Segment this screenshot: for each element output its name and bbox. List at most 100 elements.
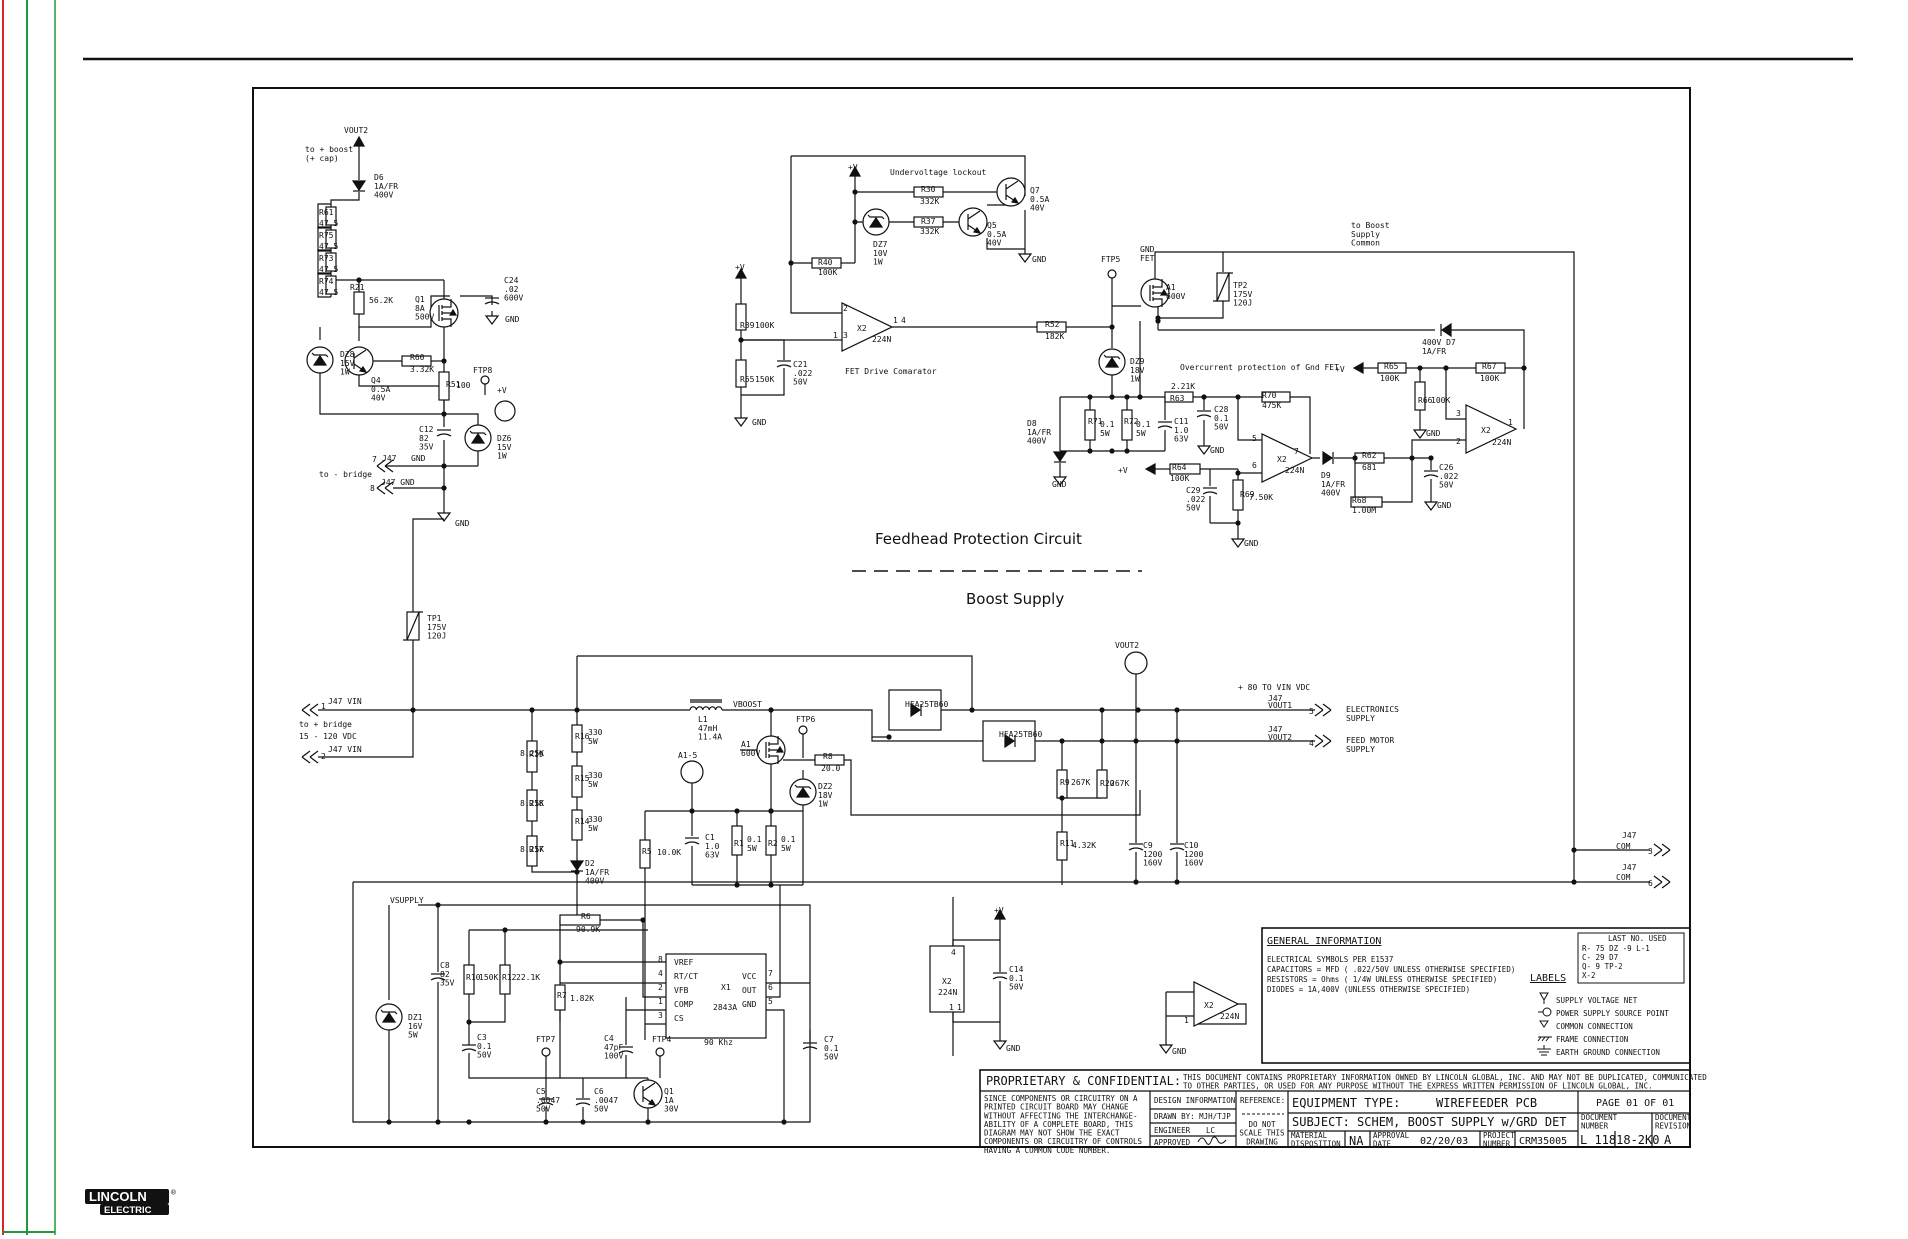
- wire-fet-drain-common: [1154, 251, 1575, 850]
- wire-r52-gate: [1066, 306, 1113, 328]
- vout2-label: VOUT2: [344, 126, 368, 135]
- junction-dot: [435, 1119, 441, 1125]
- junction-dot: [689, 808, 695, 814]
- resistor: [325, 206, 337, 226]
- junction-dot: [734, 808, 740, 814]
- capacitor-plate: [575, 1102, 591, 1106]
- project-number: CRM35005: [1519, 1136, 1567, 1147]
- r17-label: R17: [529, 845, 544, 854]
- test-point: [1107, 269, 1117, 279]
- general-info-line-1: ELECTRICAL SYMBOLS PER E1537: [1267, 955, 1393, 964]
- j47-vout1: J47: [1268, 694, 1283, 703]
- transistor-collector: [967, 210, 981, 220]
- pin4-vout2: 4: [1309, 739, 1314, 748]
- com1-label: COM: [1616, 842, 1631, 851]
- capacitor-plate: [1128, 847, 1144, 851]
- terminal-circle: [494, 400, 516, 422]
- junction-dot: [738, 337, 744, 343]
- gnd-icon: [733, 413, 749, 427]
- diode: [1004, 733, 1016, 749]
- vout2-label2: VOUT2: [1268, 733, 1292, 742]
- junction-dot: [1174, 738, 1180, 744]
- x2c-value: 224N: [1492, 438, 1511, 447]
- plusv-r39: +V: [735, 263, 745, 272]
- wire-q1-c24: [460, 295, 493, 305]
- gnd-icon: [1052, 472, 1068, 486]
- r37-label: R37: [921, 217, 936, 226]
- junction-dot: [1174, 707, 1180, 713]
- parts: [301, 135, 1671, 1109]
- mosfet-channel: [1152, 279, 1163, 307]
- source-point-icon: [1542, 1007, 1552, 1017]
- resistor: [325, 275, 337, 295]
- common-icon: [1539, 1020, 1549, 1028]
- junction-dot: [1235, 470, 1241, 476]
- approver-signature: [1197, 1136, 1227, 1145]
- x1-pin4: 4: [658, 969, 663, 978]
- junction-dot: [1059, 738, 1065, 744]
- junction-dot: [768, 882, 774, 888]
- zener-triangle: [381, 1011, 397, 1023]
- test-point: [655, 1047, 665, 1057]
- wire-r69-bot: [1210, 510, 1239, 524]
- gnd-r55: GND: [752, 418, 767, 427]
- wire-r63-oa: [1193, 396, 1262, 441]
- r12-value: 22.1K: [516, 973, 540, 982]
- x2a-label: X2: [857, 324, 867, 333]
- overcurrent-title: Overcurrent protection of Gnd FET: [1180, 363, 1339, 372]
- wire-tp2-bot: [1160, 301, 1224, 319]
- supply-arrow-r65: [1352, 361, 1364, 375]
- r12-label: R12: [502, 973, 517, 982]
- junction-dot: [543, 1119, 549, 1125]
- r64-label: R64: [1172, 463, 1187, 472]
- drawing-frame: [252, 87, 1691, 1148]
- junction-dot: [886, 734, 892, 740]
- x2a-value: 224N: [872, 335, 891, 344]
- label-legend-3: COMMON CONNECTION: [1556, 1022, 1633, 1031]
- r11-label: R11: [1060, 839, 1075, 848]
- label-legend-4: FRAME CONNECTION: [1556, 1035, 1628, 1044]
- zener-bar: [469, 430, 487, 436]
- resistor: [571, 724, 583, 753]
- r60-label: R60: [410, 353, 425, 362]
- capacitor-plate: [484, 301, 500, 305]
- r7-value: 1.82K: [570, 994, 594, 1003]
- r16-label: R16: [575, 732, 590, 741]
- transistor-arrow: [358, 365, 368, 373]
- gnd-icon: [1196, 441, 1212, 455]
- r-label: R74: [319, 277, 334, 286]
- junction-dot: [356, 277, 362, 283]
- ftp6-label: FTP6: [796, 715, 815, 724]
- pin1: 1: [1508, 418, 1513, 427]
- transistor-collector: [1005, 180, 1019, 190]
- junction-dot: [1417, 365, 1423, 371]
- com2-label: COM: [1616, 873, 1631, 882]
- junction-dot: [1571, 847, 1577, 853]
- r63-label: R63: [1170, 394, 1185, 403]
- junction-dot: [768, 808, 774, 814]
- wire-rtct: [559, 962, 666, 984]
- zener-bar: [1103, 354, 1121, 360]
- r10-label: R10: [466, 973, 481, 982]
- label-legend-2: POWER SUPPLY SOURCE POINT: [1556, 1009, 1669, 1018]
- diode: [1322, 450, 1334, 466]
- transistor-body: [344, 346, 374, 376]
- r19-label: R19: [529, 750, 544, 759]
- wire-j47gnd-common: [393, 487, 445, 508]
- junction-dot: [768, 707, 774, 713]
- resistor: [1261, 391, 1291, 403]
- ftp5-label: FTP5: [1101, 255, 1120, 264]
- supply-voltage-icon: [1539, 992, 1549, 1004]
- junction-dot: [574, 869, 580, 875]
- wire-c21-gnd: [741, 368, 785, 396]
- x2b-label: X2: [1277, 455, 1287, 464]
- last-no-used-title: LAST NO. USED: [1608, 934, 1667, 943]
